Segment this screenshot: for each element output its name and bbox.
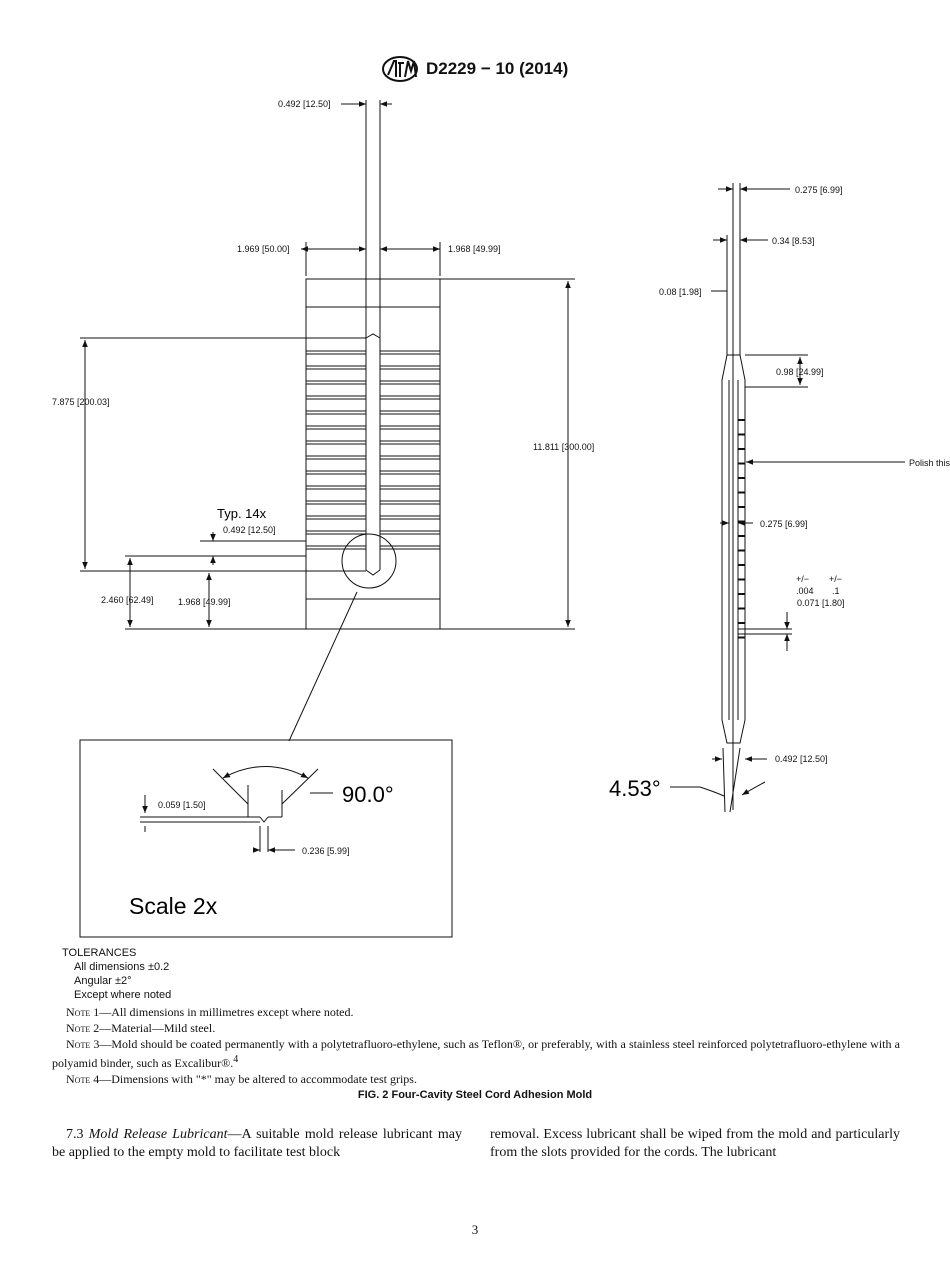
detail-angle: 90.0° xyxy=(342,782,394,807)
note-1: Note 1—All dimensions in millimetres exc… xyxy=(66,1005,354,1019)
dim-bottom-left: 2.460 [62.49] xyxy=(101,595,154,605)
dim-side-gap: 0.071 [1.80] xyxy=(797,598,845,608)
dim-side-taper: 0.98 [24.99] xyxy=(776,367,824,377)
figure-caption: FIG. 2 Four-Cavity Steel Cord Adhesion M… xyxy=(357,1089,593,1101)
dim-height-total: 11.811 [300.00] xyxy=(533,442,594,452)
technical-drawing: 0.492 [12.50] 1.969 [50.00] 1.968 [49.99… xyxy=(52,99,950,938)
dim-side-second: 0.34 [8.53] xyxy=(772,236,815,246)
detail-depth: 0.059 [1.50] xyxy=(158,800,206,810)
body-column-left: 7.3 Mold Release Lubricant—A suitable mo… xyxy=(52,1126,462,1162)
note-2: Note 2—Material—Mild steel. xyxy=(66,1021,216,1035)
figure-notes: Note 1—All dimensions in millimetres exc… xyxy=(52,1004,900,1087)
side-angle: 4.53° xyxy=(609,776,661,801)
tolerance-except: Except where noted xyxy=(74,989,172,1001)
document-title: D2229 − 10 (2014) xyxy=(426,59,569,78)
detail-box xyxy=(79,739,453,938)
dim-right-width: 1.968 [49.99] xyxy=(448,244,501,254)
tol-a-value: .004 xyxy=(796,586,814,596)
dim-side-small: 0.08 [1.98] xyxy=(659,287,702,297)
slot-ribs xyxy=(306,350,440,550)
tolerances-title: TOLERANCES xyxy=(62,947,137,959)
dim-left-width: 1.969 [50.00] xyxy=(237,244,290,254)
dim-side-slot: 0.275 [6.99] xyxy=(760,519,808,529)
detail-width: 0.236 [5.99] xyxy=(302,846,350,856)
dim-bottom-mid: 1.968 [49.99] xyxy=(178,597,231,607)
page-number: 3 xyxy=(471,1222,479,1237)
section-title: Mold Release Lubricant xyxy=(88,1127,228,1142)
tolerance-all: All dimensions ±0.2 xyxy=(74,961,170,973)
dim-typ-dim: 0.492 [12.50] xyxy=(223,525,276,535)
dim-side-bottom: 0.492 [12.50] xyxy=(775,754,828,764)
dim-height-left: 7.875 [200.03] xyxy=(52,397,110,407)
section-number: 7.3 xyxy=(66,1127,84,1142)
tolerances-block: TOLERANCES All dimensions ±0.2 Angular ±… xyxy=(62,946,171,1002)
mold-body xyxy=(305,278,441,630)
tol-a-sign: +/− xyxy=(796,574,809,584)
footnote-ref: 4 xyxy=(233,1054,239,1065)
note-4: Note 4—Dimensions with "*" may be altere… xyxy=(66,1072,417,1086)
dim-side-top: 0.275 [6.99] xyxy=(795,185,843,195)
tol-b-sign: +/− xyxy=(829,574,842,584)
side-teeth xyxy=(738,419,745,639)
detail-circle xyxy=(341,533,397,589)
typ-label: Typ. 14x xyxy=(217,506,267,521)
note-3: Note 3—Mold should be coated permanently… xyxy=(52,1037,901,1070)
tol-b-value: .1 xyxy=(832,586,840,596)
page-header: D2229 − 10 (2014) xyxy=(380,55,568,83)
astm-logo-icon xyxy=(382,56,418,82)
body-column-right: removal. Excess lubricant shall be wiped… xyxy=(490,1127,900,1160)
section-text-left: —A suitable mold release lubricant may b… xyxy=(52,1127,463,1160)
polish-label: Polish this xyxy=(909,458,950,468)
dim-top-width: 0.492 [12.50] xyxy=(278,99,331,109)
detail-scale: Scale 2x xyxy=(129,893,218,919)
tolerance-angular: Angular ±2° xyxy=(74,975,132,987)
